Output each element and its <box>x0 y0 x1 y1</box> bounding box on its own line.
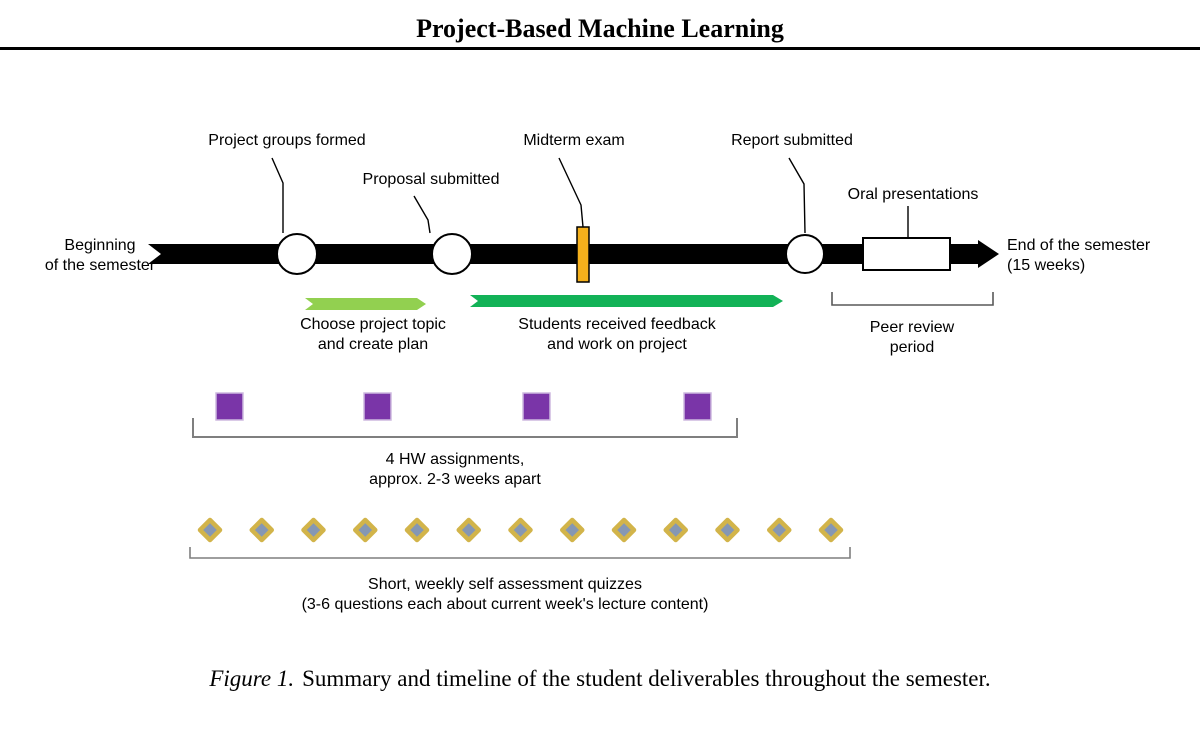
milestone-circle-report <box>785 234 825 274</box>
label-proposal-submitted: Proposal submitted <box>362 171 500 188</box>
milestone-circle-project-groups <box>276 233 318 275</box>
quiz-diamond <box>715 517 740 543</box>
label-quizzes-line2: (3-6 questions each about current week's… <box>301 596 709 613</box>
label-project-groups-formed: Project groups formed <box>208 132 366 149</box>
choose-topic-arrow <box>305 298 426 310</box>
label-peer-review: Peer review period <box>842 318 982 358</box>
label-quizzes: Short, weekly self assessment quizzes (3… <box>255 575 755 615</box>
hw-square <box>363 392 392 421</box>
quiz-diamond <box>560 517 585 543</box>
timeline-bar <box>148 240 999 268</box>
label-feedback-line2: and work on project <box>547 336 687 353</box>
label-choose-topic-line2: and create plan <box>317 336 429 353</box>
quiz-diamond <box>456 517 481 543</box>
quiz-diamond <box>404 517 430 543</box>
leader-line-proposal <box>413 195 431 234</box>
midterm-exam-marker <box>576 226 590 283</box>
figure-caption: Figure 1. Summary and timeline of the stu… <box>0 666 1200 692</box>
label-quizzes-line1: Short, weekly self assessment quizzes <box>368 576 642 593</box>
leader-line-report <box>788 157 806 234</box>
quiz-diamond <box>508 517 533 543</box>
quiz-diamond <box>249 517 274 543</box>
label-hw-assignments: 4 HW assignments, approx. 2-3 weeks apar… <box>335 450 575 490</box>
quiz-diamond <box>301 517 326 543</box>
label-end-line1: End of the semester <box>1007 237 1151 254</box>
label-choose-topic-line1: Choose project topic <box>300 316 446 333</box>
label-midterm-exam: Midterm exam <box>523 132 625 149</box>
label-feedback: Students received feedback and work on p… <box>497 315 737 355</box>
label-oral-presentations: Oral presentations <box>847 186 979 203</box>
label-choose-topic: Choose project topic and create plan <box>273 315 473 355</box>
peer-review-bracket <box>831 292 994 306</box>
figure-caption-label: Figure 1. <box>209 666 295 691</box>
hw-square <box>522 392 551 421</box>
label-peer-review-line1: Peer review <box>869 319 955 336</box>
milestone-circle-proposal <box>431 233 473 275</box>
homework-bracket <box>192 418 738 438</box>
label-hw-line1: 4 HW assignments, <box>385 451 525 468</box>
quiz-diamond <box>663 517 688 543</box>
quiz-diamond <box>353 517 378 543</box>
quiz-diamonds <box>197 517 844 543</box>
quiz-diamond <box>767 517 792 543</box>
figure-caption-text: Summary and timeline of the student deli… <box>302 666 991 691</box>
label-end-line2: (15 weeks) <box>1007 257 1086 274</box>
feedback-arrow <box>470 295 783 307</box>
oral-presentations-box <box>862 237 951 271</box>
label-hw-line2: approx. 2-3 weeks apart <box>369 471 541 488</box>
header-rule <box>0 47 1200 50</box>
quiz-diamond <box>611 517 637 543</box>
homework-squares <box>215 392 712 421</box>
label-beginning-of-semester: Beginning of the semester <box>30 236 170 276</box>
label-peer-review-line2: period <box>889 339 935 356</box>
label-feedback-line1: Students received feedback <box>518 316 716 333</box>
label-end-of-semester: End of the semester (15 weeks) <box>1007 236 1187 276</box>
quiz-diamond <box>197 517 223 543</box>
hw-square <box>215 392 244 421</box>
label-report-submitted: Report submitted <box>731 132 853 149</box>
page-title: Project-Based Machine Learning <box>416 14 784 43</box>
leader-line-midterm <box>558 157 584 228</box>
quiz-diamond <box>818 517 844 543</box>
quiz-bracket <box>189 547 851 559</box>
label-beginning-line1: Beginning <box>64 237 136 254</box>
label-beginning-line2: of the semester <box>44 257 156 274</box>
leader-line-project-groups <box>271 157 284 233</box>
hw-square <box>683 392 712 421</box>
